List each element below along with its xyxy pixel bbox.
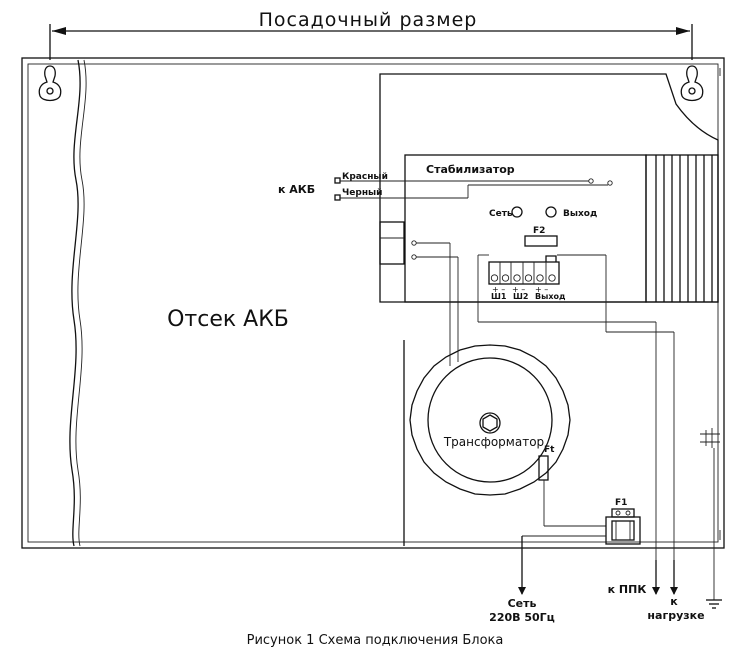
terminal-w1-label: Ш1 (491, 292, 507, 301)
load-output: к нагрузке (647, 560, 705, 622)
mounting-hole-right (680, 65, 704, 102)
load-label-line1: к (670, 595, 678, 608)
ground-terminal (700, 428, 722, 609)
mounting-hole-left (38, 65, 62, 102)
red-wire-label: Красный (342, 172, 388, 182)
svg-text:+ –: + – (512, 285, 525, 294)
internal-wiring (449, 243, 675, 586)
mains-label-line1: Сеть (508, 597, 537, 610)
fuse-f2-label: F2 (533, 226, 545, 236)
enclosure (21, 57, 725, 549)
battery-connector-label: к АКБ (278, 183, 315, 196)
stabilizer-housing (379, 73, 719, 303)
heatsink (645, 154, 719, 303)
black-wire-label: Черный (342, 188, 382, 198)
svg-text:+ –: + – (492, 285, 505, 294)
ppk-label: к ППК (608, 583, 647, 596)
network-led-label: Сеть (489, 209, 513, 219)
transformer: Трансформатор (409, 344, 571, 496)
mains-label-line2: 220В 50Гц (489, 611, 555, 624)
fuse-f2 (524, 235, 558, 247)
mains-fuse-holder: F1 (605, 498, 641, 545)
thermal-fuse-label: Ft (544, 445, 555, 455)
dimension-label: Посадочный размер (259, 9, 478, 31)
terminal-w2-label: Ш2 (513, 292, 528, 301)
ppk-output: к ППК (608, 560, 660, 596)
load-label-line2: нагрузке (647, 609, 704, 622)
stabilizer-title: Стабилизатор (426, 163, 515, 176)
terminal-block (488, 261, 560, 285)
output-led-label: Выход (563, 209, 597, 219)
network-led (511, 206, 523, 218)
mains-fuse-label: F1 (615, 498, 627, 508)
battery-compartment-label: Отсек АКБ (167, 307, 289, 332)
mounting-dimension: Посадочный размер (49, 9, 693, 60)
figure-caption: Рисунок 1 Схема подключения Блока (247, 633, 504, 648)
output-led (545, 206, 557, 218)
battery-connector: к АКБ Красный Черный (278, 172, 613, 201)
terminal-output-label: Выход (535, 292, 566, 301)
transformer-label: Трансформатор (443, 435, 544, 449)
svg-text:+ –: + – (535, 285, 548, 294)
mains-cable: Сеть 220В 50Гц (489, 535, 606, 624)
stabilizer-board: Стабилизатор Сеть Выход F2 + – + – + – Ш… (404, 154, 647, 303)
thermal-fuse: Ft (538, 445, 606, 527)
